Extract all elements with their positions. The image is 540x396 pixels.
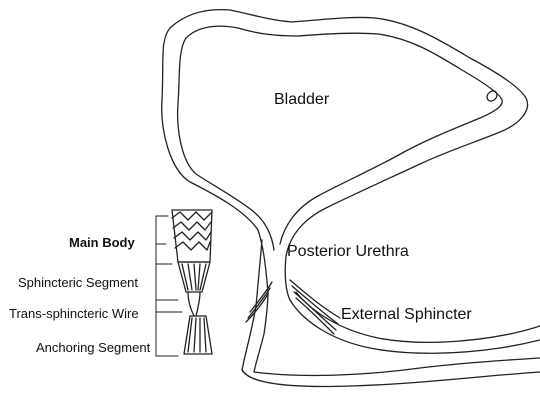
label-trans-sphincteric-wire: Trans-sphincteric Wire xyxy=(9,307,139,320)
stent-trans-sphincteric-wire xyxy=(188,292,200,316)
stent-main-body xyxy=(172,210,212,262)
label-posterior-urethra: Posterior Urethra xyxy=(287,244,409,260)
label-external-sphincter: External Sphincter xyxy=(341,307,472,323)
label-sphincteric-segment: Sphincteric Segment xyxy=(18,276,138,289)
stent-anchoring-segment xyxy=(184,316,212,354)
stent-sphincteric-segment xyxy=(178,262,210,292)
bladder-inner-wall xyxy=(178,26,503,250)
urethra-floor-wall xyxy=(254,358,540,375)
label-bladder: Bladder xyxy=(274,92,329,108)
label-main-body: Main Body xyxy=(69,236,135,249)
label-anchoring-segment: Anchoring Segment xyxy=(36,341,150,354)
bladder-neck-detail xyxy=(487,91,497,101)
label-bracket xyxy=(156,216,182,356)
urethra-floor-wall-outer xyxy=(242,370,540,386)
